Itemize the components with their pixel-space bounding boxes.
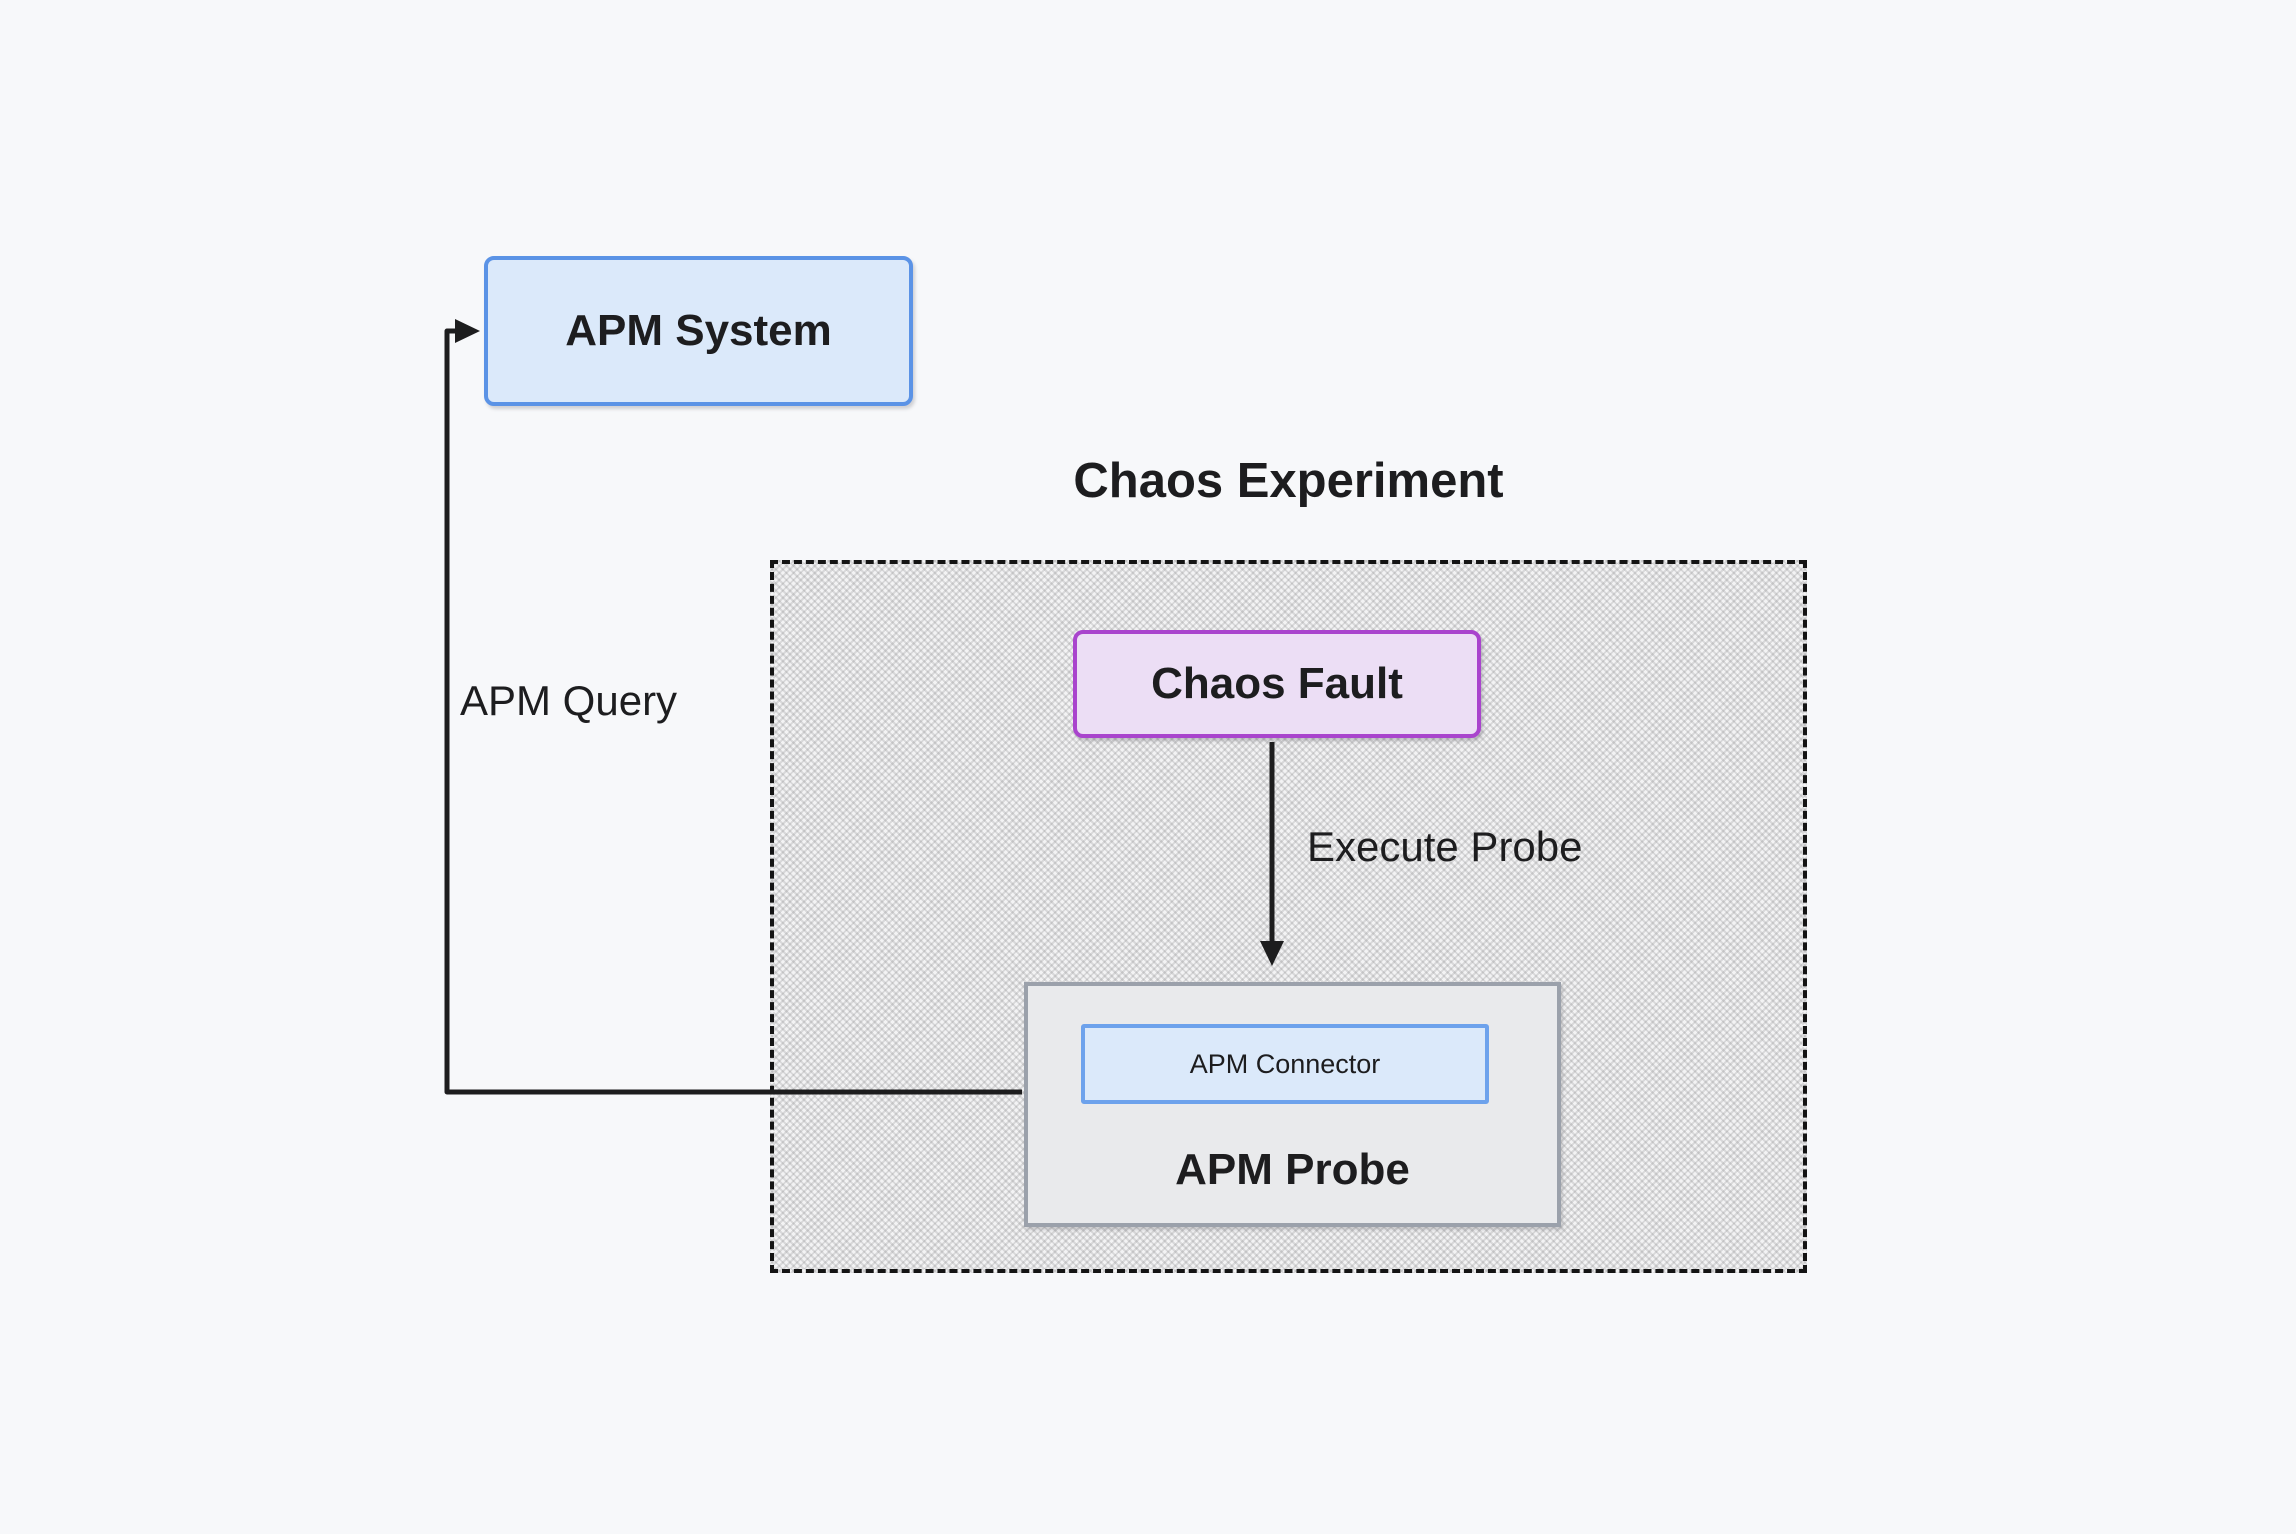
apm-system-node: APM System	[484, 256, 913, 406]
apm-connector-node: APM Connector	[1081, 1024, 1489, 1104]
apm-probe-label: APM Probe	[1175, 1145, 1410, 1194]
apm-connector-label: APM Connector	[1189, 1048, 1381, 1079]
apm-probe-node: APM Connector APM Probe	[1024, 982, 1561, 1227]
chaos-experiment-title: Chaos Experiment	[1073, 454, 1504, 508]
apm-query-edge-label: APM Query	[460, 677, 678, 724]
execute-probe-edge-label: Execute Probe	[1307, 823, 1583, 870]
chaos-fault-node: Chaos Fault	[1073, 630, 1481, 738]
apm-query-arrowhead	[455, 319, 480, 343]
apm-system-label: APM System	[565, 306, 832, 355]
chaos-fault-label: Chaos Fault	[1151, 659, 1403, 708]
